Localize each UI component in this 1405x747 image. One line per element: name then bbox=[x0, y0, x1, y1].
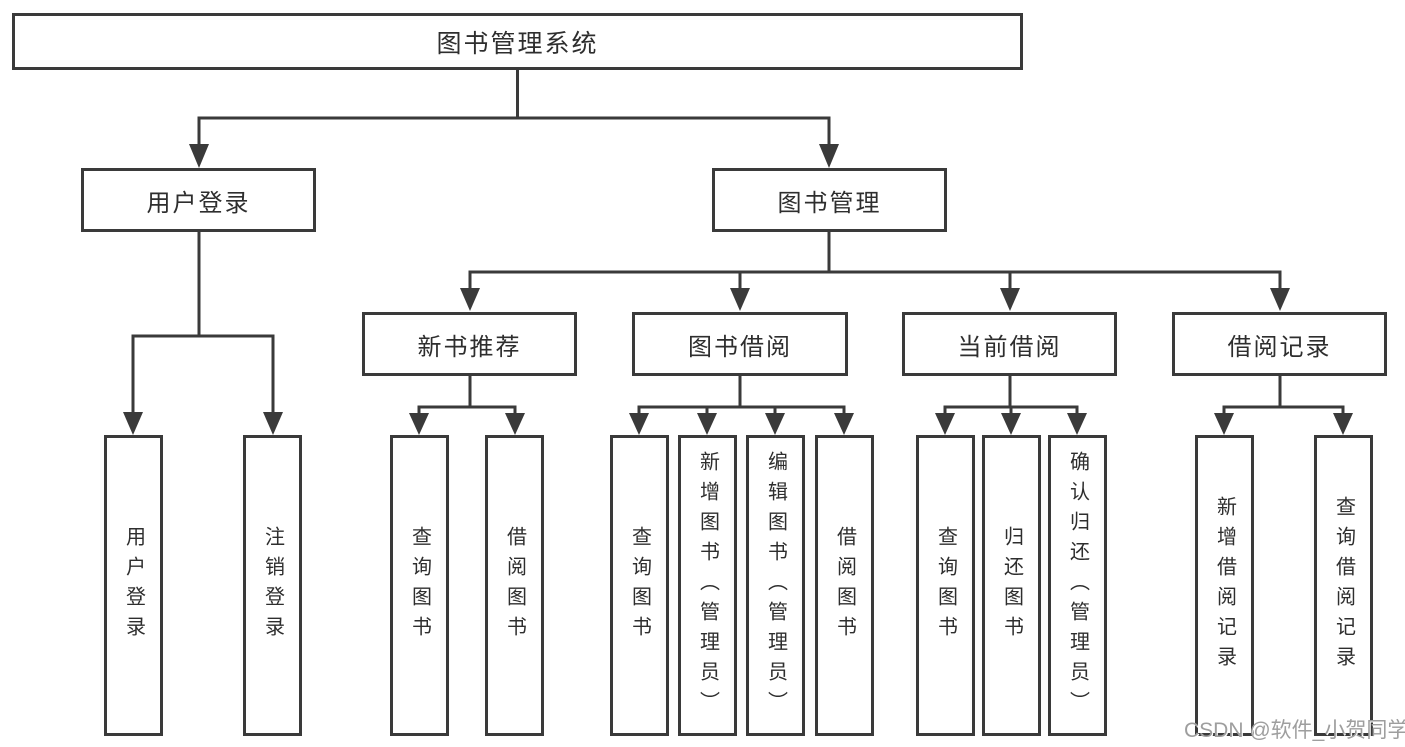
leaf-record-add-borrow-record-label: 新增借阅记录 bbox=[1213, 495, 1236, 676]
node-root-system: 图书管理系统 bbox=[12, 13, 1023, 70]
node-book-management: 图书管理 bbox=[712, 168, 947, 232]
connector-book-borrow-branch bbox=[629, 376, 854, 435]
node-borrow-record-label: 借阅记录 bbox=[1227, 333, 1332, 361]
leaf-current-confirm-return-admin-label: 确认归还（管理员） bbox=[1066, 450, 1089, 721]
leaf-borrow-edit-books-admin: 编辑图书（管理员） bbox=[746, 435, 805, 736]
leaf-record-query-borrow-record: 查询借阅记录 bbox=[1314, 435, 1373, 736]
node-user-login-label: 用户登录 bbox=[146, 189, 251, 217]
node-new-book-recommend: 新书推荐 bbox=[362, 312, 577, 376]
node-user-login: 用户登录 bbox=[81, 168, 316, 232]
leaf-borrow-query-books-label: 查询图书 bbox=[628, 525, 651, 646]
leaf-current-query-books: 查询图书 bbox=[916, 435, 975, 736]
leaf-borrow-query-books: 查询图书 bbox=[610, 435, 669, 736]
node-current-borrow-label: 当前借阅 bbox=[957, 333, 1062, 361]
leaf-borrow-borrow-books: 借阅图书 bbox=[815, 435, 874, 736]
node-book-borrow: 图书借阅 bbox=[632, 312, 848, 376]
leaf-borrow-add-books-admin-label: 新增图书（管理员） bbox=[696, 450, 719, 721]
leaf-borrow-borrow-books-label: 借阅图书 bbox=[833, 525, 856, 646]
leaf-borrow-add-books-admin: 新增图书（管理员） bbox=[678, 435, 737, 736]
leaf-user-login: 用户登录 bbox=[104, 435, 163, 736]
connector-root-to-level2 bbox=[189, 70, 839, 168]
node-borrow-record: 借阅记录 bbox=[1172, 312, 1387, 376]
leaf-newbook-query-books: 查询图书 bbox=[390, 435, 449, 736]
leaf-newbook-borrow-books: 借阅图书 bbox=[485, 435, 544, 736]
leaf-newbook-query-books-label: 查询图书 bbox=[408, 525, 431, 646]
connector-user-login-branch bbox=[123, 232, 283, 435]
leaf-logout-label: 注销登录 bbox=[261, 525, 284, 646]
node-current-borrow: 当前借阅 bbox=[902, 312, 1117, 376]
leaf-current-confirm-return-admin: 确认归还（管理员） bbox=[1048, 435, 1107, 736]
leaf-current-query-books-label: 查询图书 bbox=[934, 525, 957, 646]
leaf-logout: 注销登录 bbox=[243, 435, 302, 736]
csdn-watermark: CSDN @软件_小贺同学 bbox=[1184, 719, 1405, 742]
connector-borrow-record-branch bbox=[1214, 376, 1353, 435]
leaf-record-query-borrow-record-label: 查询借阅记录 bbox=[1332, 495, 1355, 676]
leaf-borrow-edit-books-admin-label: 编辑图书（管理员） bbox=[764, 450, 787, 721]
connector-book-mgmt-branch bbox=[460, 232, 1290, 311]
node-book-management-label: 图书管理 bbox=[777, 189, 882, 217]
connector-current-borrow-branch bbox=[935, 376, 1087, 435]
node-root-system-label: 图书管理系统 bbox=[436, 29, 599, 58]
leaf-current-return-books: 归还图书 bbox=[982, 435, 1041, 736]
connector-new-book-branch bbox=[409, 376, 525, 435]
leaf-user-login-label: 用户登录 bbox=[122, 525, 145, 646]
node-book-borrow-label: 图书借阅 bbox=[688, 333, 792, 361]
node-new-book-recommend-label: 新书推荐 bbox=[417, 333, 522, 361]
leaf-current-return-books-label: 归还图书 bbox=[1000, 525, 1023, 646]
leaf-newbook-borrow-books-label: 借阅图书 bbox=[503, 525, 526, 646]
leaf-record-add-borrow-record: 新增借阅记录 bbox=[1195, 435, 1254, 736]
